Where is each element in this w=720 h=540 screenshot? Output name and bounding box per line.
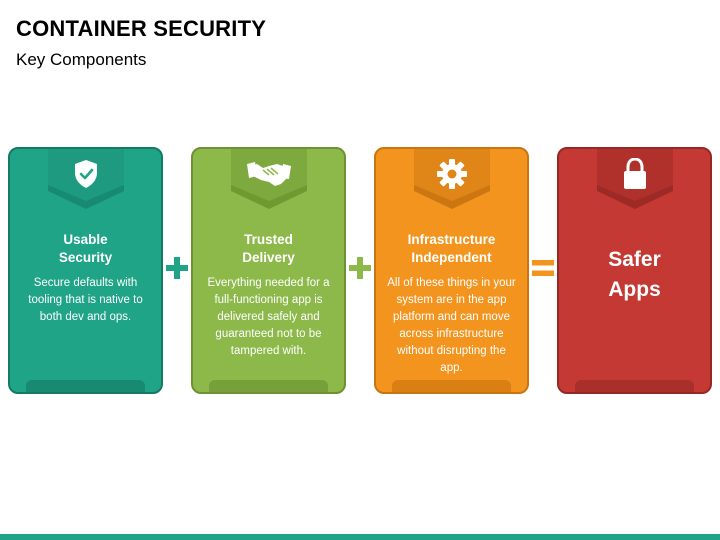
card-badge (231, 149, 307, 209)
card-infrastructure-independent: Infrastructure Independent All of these … (374, 147, 529, 394)
card-usable-security: Usable Security Secure defaults with too… (8, 147, 163, 394)
card-description: Secure defaults with tooling that is nat… (28, 277, 143, 323)
card-title: Usable Security (58, 232, 113, 265)
handshake-icon (231, 155, 307, 193)
bottom-accent-bar (0, 534, 720, 540)
card-footer (26, 380, 145, 392)
card-badge (414, 149, 490, 209)
gear-icon (414, 155, 490, 193)
card-title: Infrastructure Independent (407, 232, 496, 265)
plus-icon (349, 257, 371, 279)
card-safer-apps: Safer Apps (557, 147, 712, 394)
card-badge (48, 149, 124, 209)
card-description: Everything needed for a full-functioning… (207, 277, 330, 357)
shield-check-icon (48, 155, 124, 193)
equals-icon (532, 257, 554, 279)
plus-icon (166, 257, 188, 279)
card-trusted-delivery: Trusted Delivery Everything needed for a… (191, 147, 346, 394)
card-footer (392, 380, 511, 392)
lock-icon (597, 155, 673, 193)
card-description: All of these things in your system are i… (387, 277, 516, 374)
card-badge (597, 149, 673, 209)
card-title: Safer Apps (608, 248, 661, 301)
card-title: Trusted Delivery (242, 232, 295, 265)
card-footer (209, 380, 328, 392)
card-footer (575, 380, 694, 392)
page-title: CONTAINER SECURITY (16, 16, 267, 41)
page-subtitle: Key Components (16, 50, 147, 69)
